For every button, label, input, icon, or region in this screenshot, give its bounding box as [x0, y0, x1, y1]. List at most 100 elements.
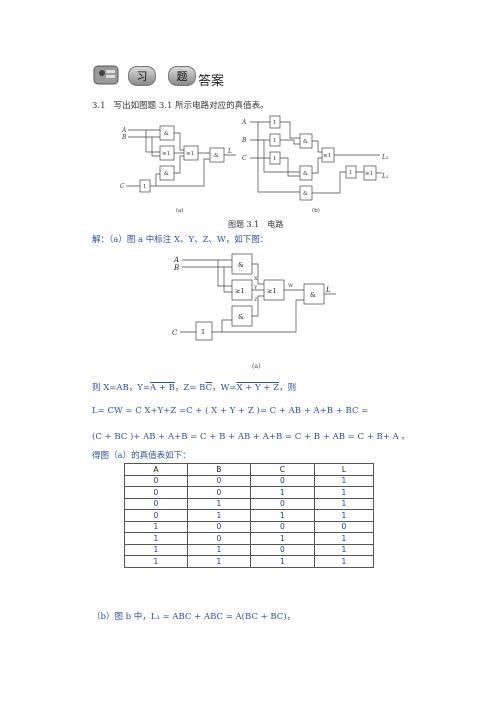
- part-b-line: （b）图 b 中，L₁ = ABC + ABC = A(BC + BC)，: [92, 610, 295, 622]
- table-cell: 0: [249, 520, 315, 533]
- table-cell: 1: [249, 555, 315, 568]
- table-cell: 0: [186, 474, 251, 487]
- mark-w: W: [288, 283, 294, 289]
- section-header: 习 题 答案: [92, 62, 252, 90]
- gate-symbol: &: [303, 191, 308, 197]
- figure-caption: 图题 3.1 电路: [228, 220, 284, 229]
- gate-symbol: 1: [273, 156, 277, 162]
- table-cell: 1: [313, 486, 375, 499]
- figure-3-1-circuits: A B C L A B C L₂ L₁ & ≥1 & ≥1 & 1 1 1 1 …: [120, 115, 389, 214]
- gate-symbol: 1: [273, 138, 277, 144]
- gate-symbol: &: [303, 171, 308, 177]
- table-cell: 1: [313, 532, 375, 545]
- eq-overline: X + Y + Z: [236, 383, 280, 393]
- table-cell: 1: [313, 474, 375, 487]
- input-c-label: C: [172, 329, 178, 337]
- gate-symbol: ≥1: [365, 171, 373, 177]
- table-cell: 1: [313, 509, 375, 522]
- table-cell: 0: [249, 497, 315, 510]
- problem-badge: 题: [168, 66, 196, 86]
- equation-line-1: 则 X=AB，Y=A + B，Z= BC，W=X + Y + Z，则: [92, 381, 296, 393]
- gate-symbol: 1: [349, 170, 353, 176]
- subfigure-label-b: (b): [312, 207, 320, 214]
- gate-symbol: &: [164, 171, 169, 177]
- table-cell: 1: [186, 555, 251, 568]
- gate-symbol: &: [238, 261, 244, 269]
- equation-line-2: L= CW = C X+Y+Z =C + ( X + Y + Z )= C + …: [92, 406, 369, 416]
- gate-symbol: ≥1: [235, 287, 245, 295]
- input-b-label: B: [241, 137, 247, 144]
- table-cell: 0: [124, 497, 188, 510]
- table-header-row: A B C L: [124, 463, 375, 476]
- table-cell: 1: [124, 520, 188, 533]
- input-b-label: B: [173, 264, 179, 272]
- table-intro: 得图（a）的真值表如下：: [92, 451, 191, 461]
- table-cell: 1: [124, 543, 188, 556]
- page-title: 答案: [198, 74, 225, 89]
- gate-symbol: 1: [273, 120, 277, 126]
- table-cell: 1: [186, 543, 251, 556]
- subfigure-label-a: (a): [176, 207, 184, 214]
- table-cell: 0: [124, 509, 188, 522]
- input-a-label: A: [173, 256, 179, 264]
- solution-intro: 解：（a）图 a 中标注 X、Y、Z、W，如下图：: [92, 235, 269, 245]
- eq-overline: C: [205, 383, 213, 393]
- problem-number: 3.1: [92, 101, 106, 111]
- table-cell: 1: [124, 532, 188, 545]
- input-a-label: A: [121, 127, 127, 134]
- column-header: L: [313, 463, 375, 476]
- input-c-label: C: [120, 183, 125, 190]
- table-cell: 0: [249, 543, 315, 556]
- output-l-label: L: [325, 286, 331, 294]
- eq-text: ，Z= B: [174, 383, 206, 393]
- gate-symbol: 1: [143, 184, 147, 190]
- part-b-formula: L₁ = ABC + ABC = A(BC + BC)，: [150, 612, 296, 622]
- exercise-badge: 习: [128, 66, 156, 86]
- gate-symbol: ≥1: [323, 153, 331, 159]
- figure-a-annotated: A B C L X Y Z W & ≥1 & ≥1 & 1 (a): [172, 253, 336, 370]
- table-cell: 0: [186, 532, 251, 545]
- table-cell: 1: [249, 509, 315, 522]
- not-gate: [195, 321, 213, 341]
- mark-z: Z: [254, 297, 258, 303]
- problem-statement: 3.1 写出如图题 3.1 所示电路对应的真值表。: [92, 99, 269, 111]
- part-b-prefix: （b）图 b 中，: [92, 612, 151, 622]
- table-cell: 0: [249, 474, 315, 487]
- output-l-label: L: [227, 148, 232, 155]
- table-cell: 1: [186, 509, 251, 522]
- eq-overline: A + B: [150, 383, 175, 393]
- exercise-icon: [93, 65, 119, 85]
- gate-symbol: &: [310, 291, 316, 299]
- table-cell: 1: [186, 497, 251, 510]
- table-cell: 1: [249, 486, 315, 499]
- table-cell: 0: [124, 474, 188, 487]
- table-cell: 0: [313, 520, 375, 533]
- mark-x: X: [254, 276, 258, 282]
- table-cell: 1: [249, 532, 315, 545]
- gate-symbol: ≥1: [267, 287, 277, 295]
- column-header: B: [186, 463, 251, 476]
- table-cell: 1: [313, 497, 375, 510]
- gate-symbol: ≥1: [162, 151, 170, 157]
- output-l2-label: L₂: [381, 154, 389, 161]
- input-c-label: C: [242, 155, 247, 162]
- gate-symbol: &: [214, 153, 219, 159]
- gate-symbol: &: [238, 313, 244, 321]
- mark-y: Y: [253, 285, 258, 291]
- problem-text: 写出如图题 3.1 所示电路对应的真值表。: [113, 101, 269, 111]
- subfigure-label: (a): [252, 363, 260, 370]
- table-cell: 1: [313, 543, 375, 556]
- eq-text: ，W=: [212, 383, 237, 393]
- gate-symbol: &: [164, 131, 169, 137]
- gate-symbol: 1: [201, 328, 205, 336]
- table-cell: 1: [313, 555, 375, 568]
- output-l1-label: L₁: [381, 173, 388, 180]
